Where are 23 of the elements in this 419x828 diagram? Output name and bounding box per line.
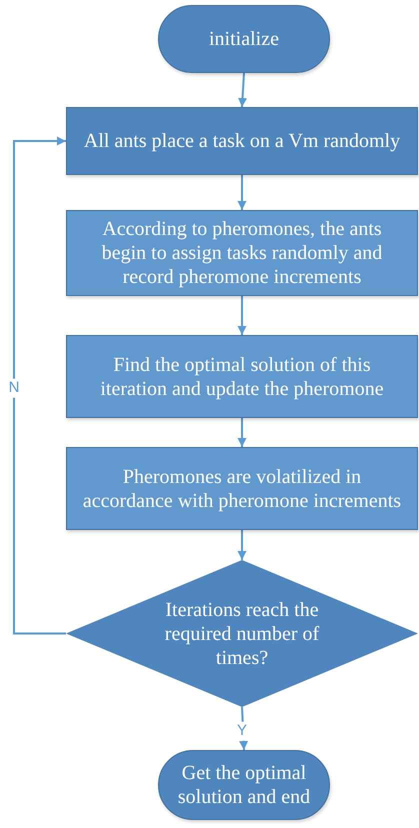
- edge-label: N: [6, 378, 22, 398]
- arrow: [239, 706, 248, 750]
- arrow: [238, 175, 246, 210]
- process-box: [66, 107, 418, 175]
- node-text: Get the optimal solution and end: [176, 761, 312, 809]
- process-box: [66, 210, 418, 296]
- arrow: [238, 296, 246, 335]
- process-box: [66, 335, 418, 418]
- node-text: According to pheromones, the ants begin to assign tasks randomly and record pheromone increments: [100, 217, 384, 289]
- arrow: [238, 418, 246, 447]
- node-text: Find the optimal solution of this iteration and update the pheromone: [99, 352, 385, 400]
- terminal-pill: [158, 5, 330, 73]
- arrow: [238, 72, 248, 108]
- edge-label: Y: [235, 722, 249, 740]
- node-text: initialize: [209, 27, 279, 51]
- decision-diamond: [66, 560, 418, 707]
- process-box: [66, 447, 418, 530]
- node-text: Pheromones are volatilized in accordance with pheromone increments: [82, 464, 402, 512]
- terminal-pill: [158, 750, 330, 820]
- node-text: Iterations reach the required number of times?: [164, 598, 320, 670]
- node-text: All ants place a task on a Vm randomly: [84, 129, 400, 153]
- arrow: [238, 530, 246, 560]
- arrow: [13, 136, 66, 634]
